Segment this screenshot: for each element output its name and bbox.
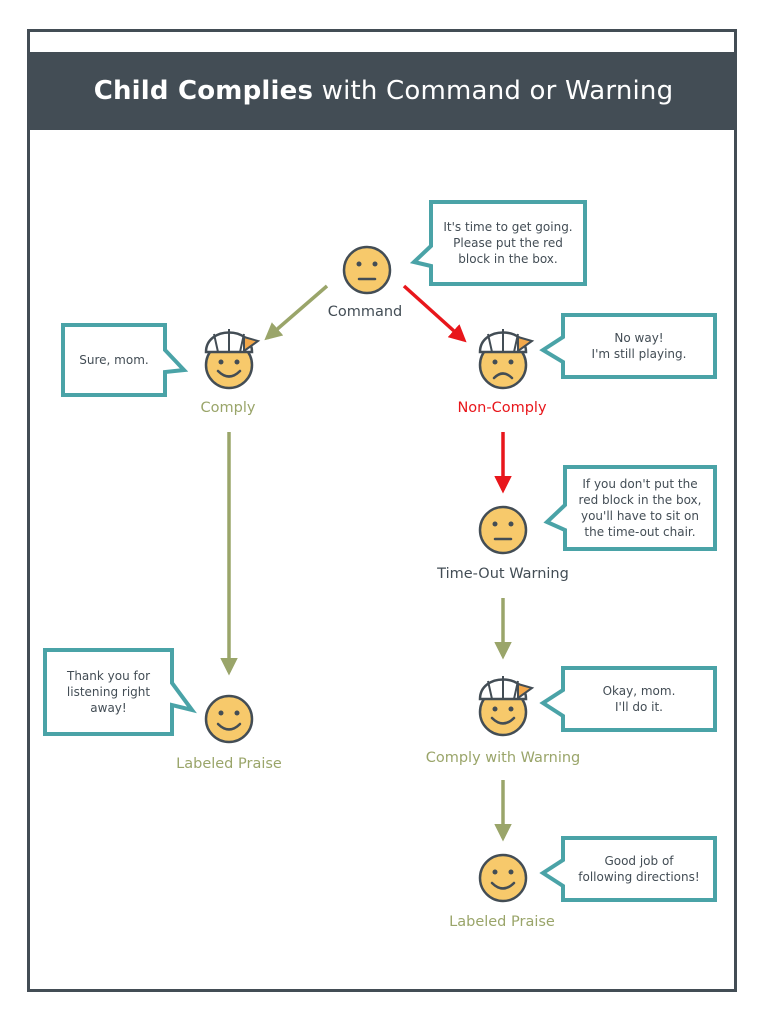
bubble-comply-warning xyxy=(539,666,717,732)
header-bar: Child Complies with Command or Warning xyxy=(30,52,737,130)
bubble-text-command: It's time to get going.Please put the re… xyxy=(443,220,573,266)
node-label-command: Command xyxy=(327,304,403,320)
bubble-command xyxy=(409,200,587,286)
arrow-command-to-noncomply xyxy=(402,284,467,343)
bubble-text-comply-warning: Okay, mom.I'll do it. xyxy=(602,684,676,714)
bubble-warning xyxy=(543,465,717,551)
happy-child-icon xyxy=(478,676,535,737)
neutral-face-icon xyxy=(478,505,528,555)
node-label-comply: Comply xyxy=(200,400,256,416)
neutral-face-icon xyxy=(342,245,392,295)
arrow-command-to-comply xyxy=(264,284,329,341)
bubble-text-noncomply: No way!I'm still playing. xyxy=(591,331,687,361)
node-label-timeout-warning: Time-Out Warning xyxy=(437,566,569,582)
node-label-labeled-praise-left: Labeled Praise xyxy=(176,756,282,772)
bubble-praise-right xyxy=(539,836,717,902)
node-label-labeled-praise-right: Labeled Praise xyxy=(449,914,555,930)
node-label-noncomply: Non-Comply xyxy=(457,400,547,416)
bubble-text-comply: Sure, mom. xyxy=(79,353,149,367)
sad-child-icon xyxy=(478,329,535,390)
happy-face-icon xyxy=(204,694,254,744)
bubble-comply xyxy=(61,323,189,397)
bubble-noncomply xyxy=(539,313,717,379)
happy-face-icon xyxy=(478,853,528,903)
happy-child-icon xyxy=(204,329,261,390)
page-title: Child Complies with Command or Warning xyxy=(93,76,674,106)
bubble-praise-left xyxy=(43,648,197,736)
node-label-comply-with-warning: Comply with Warning xyxy=(425,750,581,766)
